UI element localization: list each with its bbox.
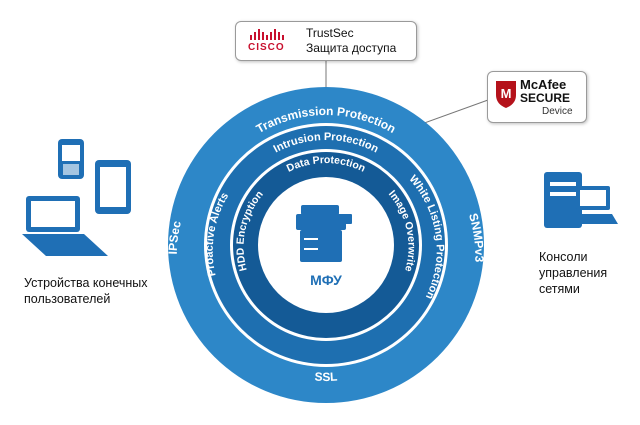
ring-label-ipsec: IPSec (166, 219, 184, 254)
cisco-access-protection: Защита доступа (306, 41, 397, 55)
management-consoles-line1: Консоли (539, 250, 588, 264)
tablet-icon (95, 160, 131, 214)
printer-icon (296, 205, 352, 262)
mcafee-brand: McAfee (520, 77, 567, 92)
cisco-logo-text: CISCO (248, 42, 285, 53)
ring-label-ssl: SSL (314, 370, 338, 384)
mcafee-shield-icon: M (494, 79, 518, 109)
management-consoles-line2: управления (539, 266, 608, 280)
cisco-logo-icon: CISCO (246, 27, 296, 55)
mcafee-callout: M McAfee SECURE Device (487, 71, 587, 123)
svg-text:M: M (501, 86, 512, 101)
ring-label-ipsec-path: IPSec (166, 219, 184, 254)
management-consoles-line3: сетями (539, 282, 580, 296)
mfp-label: МФУ (310, 272, 342, 288)
phone-icon (58, 139, 84, 179)
end-user-devices-label: Устройства конечных пользователей (24, 275, 148, 307)
mcafee-secure: SECURE (520, 91, 571, 105)
server-icon (544, 172, 618, 228)
ring-label-ssl-path: SSL (314, 370, 338, 384)
end-user-devices-line2: пользователей (24, 292, 111, 306)
cisco-trustsec: TrustSec (306, 26, 354, 40)
cisco-callout: CISCO TrustSec Защита доступа (235, 21, 417, 61)
management-consoles-label: Консоли управления сетями (539, 249, 607, 297)
end-user-devices-line1: Устройства конечных (24, 276, 148, 290)
mcafee-device: Device (542, 106, 573, 117)
laptop-icon (22, 196, 108, 256)
